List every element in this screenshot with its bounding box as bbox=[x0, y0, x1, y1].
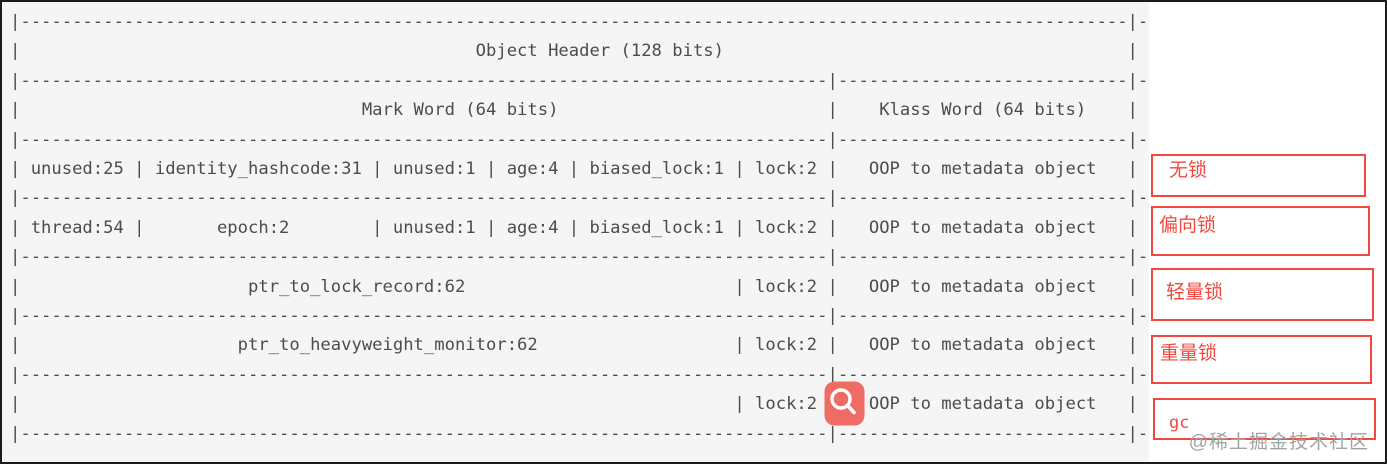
label-heavyweight-lock-text: 重量锁 bbox=[1160, 343, 1218, 364]
object-header-diagram-panel: |---------------------------------------… bbox=[2, 2, 1149, 462]
label-biased-lock-text: 偏向锁 bbox=[1159, 215, 1217, 236]
magnifier-icon[interactable] bbox=[824, 381, 865, 426]
label-lightweight-lock-text: 轻量锁 bbox=[1166, 282, 1224, 303]
label-gc-text: gc bbox=[1169, 413, 1190, 433]
label-heavyweight-lock: 重量锁 bbox=[1151, 335, 1372, 384]
magnifier-icon-glyph bbox=[824, 381, 865, 426]
label-no-lock: 无锁 bbox=[1151, 154, 1366, 197]
label-biased-lock: 偏向锁 bbox=[1151, 206, 1370, 256]
label-lightweight-lock: 轻量锁 bbox=[1151, 268, 1374, 321]
label-no-lock-text: 无锁 bbox=[1169, 160, 1208, 181]
ascii-object-header-diagram: |---------------------------------------… bbox=[10, 12, 1149, 444]
label-gc: gc bbox=[1153, 398, 1376, 440]
watermark: @稀土掘金技术社区 bbox=[1188, 432, 1369, 453]
